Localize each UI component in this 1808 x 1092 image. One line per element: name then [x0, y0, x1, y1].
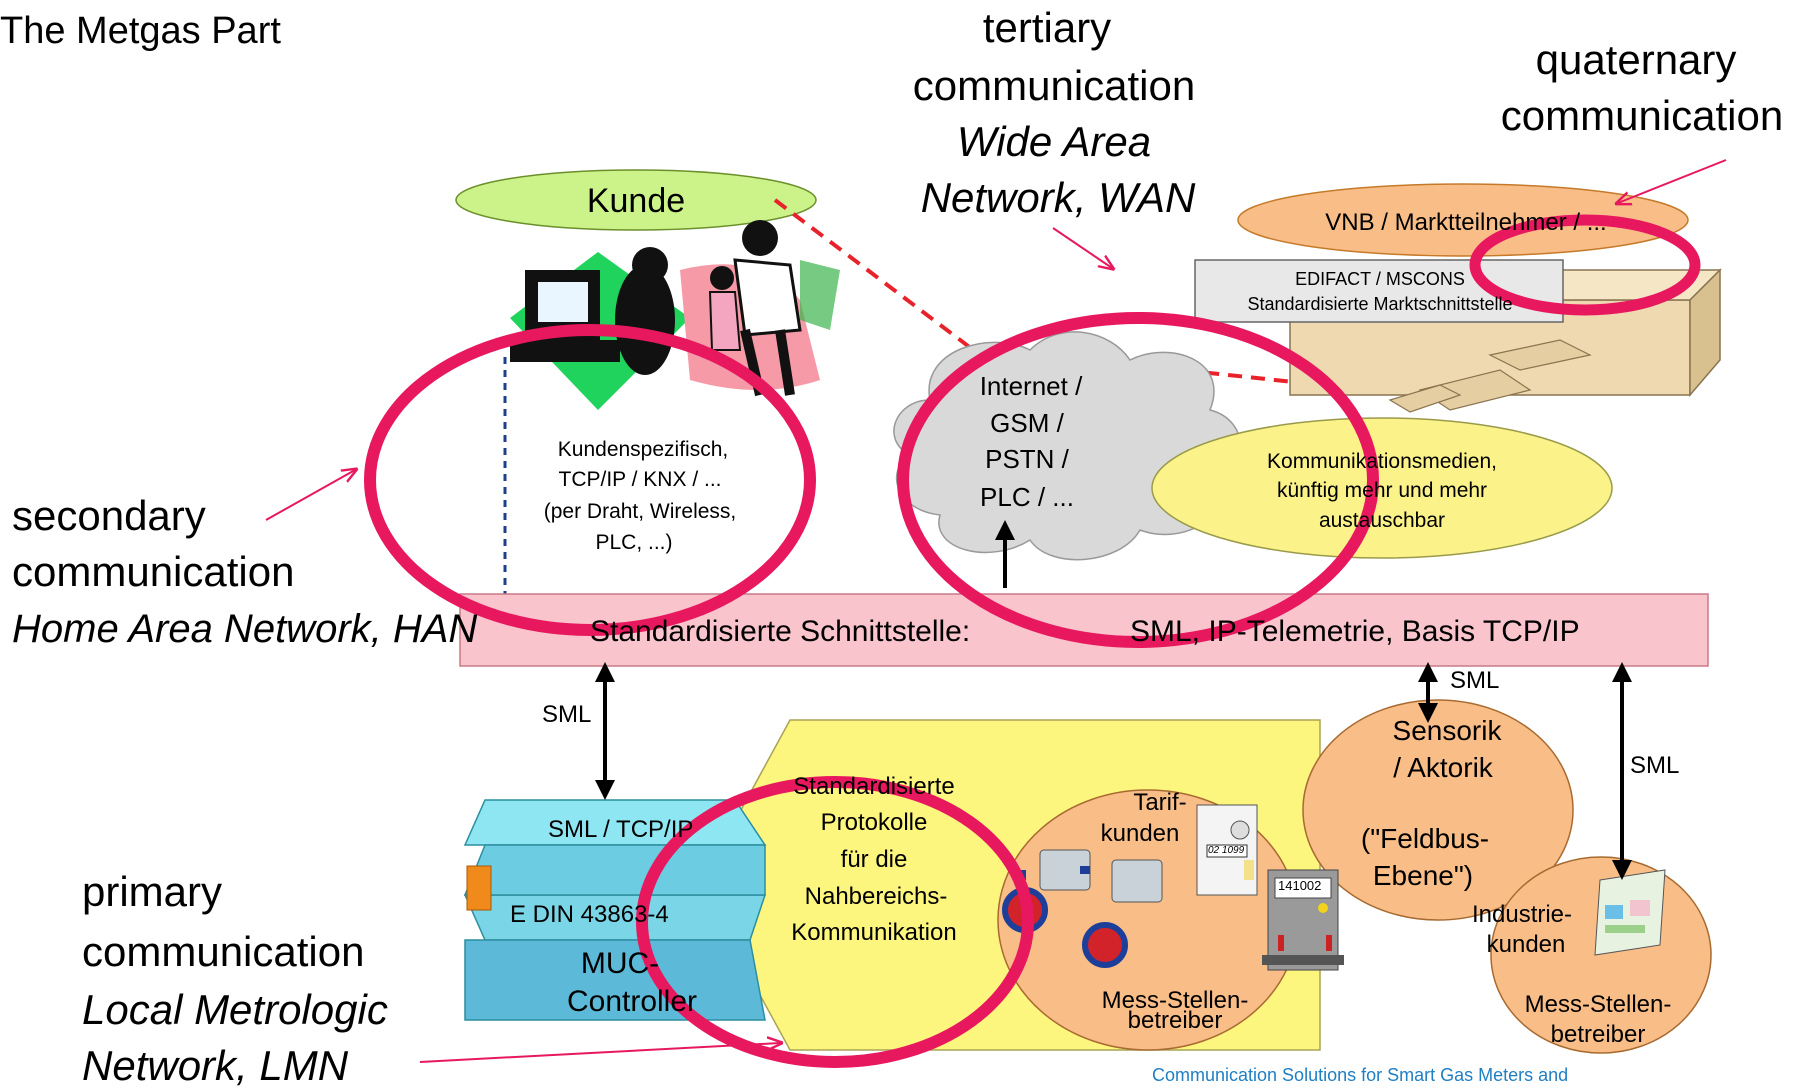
sensorik-text-4: Ebene")	[1372, 860, 1474, 891]
industrie-msb-text-1: Mess-Stellen-	[1524, 991, 1672, 1018]
sml-label-sensorik: SML	[1450, 667, 1500, 694]
muc-top-label: SML / TCP/IP	[548, 816, 694, 843]
muc-controller-stack	[463, 799, 767, 1021]
tarif-msb-text-1: Mess-Stellen-	[1101, 987, 1249, 1014]
pointer-secondary	[265, 470, 355, 521]
meter-lcd-value: 02 1099	[1208, 845, 1245, 856]
interface-bar-right: SML, IP-Telemetrie, Basis TCP/IP	[1130, 615, 1580, 648]
cloud-text-4: PLC / ...	[980, 482, 1074, 512]
industrial-meter-icon	[1594, 869, 1666, 956]
tertiary-line-3: Wide Area	[956, 118, 1152, 165]
protocol-text-3: für die	[840, 846, 908, 873]
tertiary-line-4: Network, WAN	[920, 174, 1196, 221]
medien-text-2: künftig mehr und mehr	[1276, 479, 1488, 502]
muc-mid-label: E DIN 43863-4	[510, 901, 669, 928]
highlight-lmn	[636, 776, 1034, 1068]
highlight-wan	[897, 312, 1379, 648]
quaternary-line-1: quaternary	[1535, 36, 1737, 83]
han-text-2: TCP/IP / KNX / ...	[558, 468, 722, 491]
sml-label-muc: SML	[542, 701, 592, 728]
grey-meter-icon	[1262, 869, 1344, 971]
cloud-text-3: PSTN /	[985, 444, 1069, 474]
protocol-text-2: Protokolle	[820, 809, 928, 836]
electricity-meter-icon	[1196, 804, 1258, 896]
primary-line-4: Network, LMN	[82, 1042, 349, 1089]
pointer-quaternary	[1618, 159, 1727, 203]
sml-label-industrie: SML	[1630, 752, 1680, 779]
industrie-text-2: kunden	[1486, 931, 1566, 958]
cloud-text-1: Internet /	[979, 371, 1083, 401]
customer-clipart	[510, 220, 840, 410]
tarif-msb-text-2: betreiber	[1127, 1007, 1223, 1034]
muc-bottom-label-2: Controller	[566, 985, 698, 1018]
primary-line-3: Local Metrologic	[82, 986, 388, 1033]
industrie-msb-text-2: betreiber	[1550, 1021, 1646, 1048]
han-text-3: (per Draht, Wireless,	[543, 500, 737, 523]
sensorik-text-3: ("Feldbus-	[1360, 823, 1490, 854]
highlight-han	[364, 324, 816, 636]
kunde-label: Kunde	[586, 182, 686, 220]
pointer-tertiary	[1052, 227, 1112, 268]
secondary-line-2: communication	[12, 548, 295, 595]
sensorik-ellipse	[1302, 699, 1574, 921]
han-text-1: Kundenspezifisch,	[557, 438, 729, 461]
industrie-text-1: Industrie-	[1471, 901, 1573, 928]
tertiary-line-2: communication	[912, 62, 1196, 109]
kunde-link-dashed	[773, 198, 1482, 389]
sensorik-text-2: / Aktorik	[1393, 752, 1493, 783]
quaternary-line-2: communication	[1500, 92, 1784, 139]
protocol-text-4: Nahbereichs-	[804, 883, 948, 910]
tarifkunden-text-2: kunden	[1100, 820, 1180, 847]
interface-bar-left: Standardisierte Schnittstelle:	[590, 615, 971, 648]
secondary-line-3: Home Area Network, HAN	[12, 607, 478, 651]
secondary-line-1: secondary	[12, 492, 206, 539]
protocol-text-1: Standardisierte	[793, 773, 955, 800]
tarifkunden-text-1: Tarif-	[1133, 789, 1187, 816]
sensorik-text-1: Sensorik	[1392, 715, 1502, 746]
slide-title: The Metgas Part	[0, 10, 281, 52]
highlight-quaternary	[1469, 214, 1701, 316]
edifact-label-2: Standardisierte Marktschnittstelle	[1247, 294, 1513, 314]
medien-ellipse	[1151, 417, 1613, 559]
meter-display-value: 141002	[1278, 878, 1322, 893]
medien-text-1: Kommunikationsmedien,	[1267, 450, 1497, 473]
interface-bar	[459, 593, 1709, 667]
footer-text: Communication Solutions for Smart Gas Me…	[1152, 1065, 1569, 1085]
vnb-ellipse	[1237, 183, 1689, 257]
medien-text-3: austauschbar	[1318, 509, 1446, 532]
gas-meter-icons	[1002, 849, 1163, 968]
primary-line-1: primary	[82, 868, 223, 915]
cloud-text-2: GSM /	[990, 408, 1064, 438]
tertiary-line-1: tertiary	[982, 4, 1112, 51]
pointer-primary	[419, 1043, 780, 1063]
vnb-label: VNB / Marktteilnehmer / ...	[1325, 209, 1607, 236]
protocol-text-5: Kommunikation	[791, 919, 957, 946]
kunde-ellipse	[455, 169, 817, 231]
primary-line-2: communication	[82, 928, 365, 975]
muc-bottom-label-1: MUC-	[580, 947, 660, 980]
han-text-4: PLC, ...)	[595, 531, 673, 554]
edifact-label-1: EDIFACT / MSCONS	[1295, 269, 1465, 289]
